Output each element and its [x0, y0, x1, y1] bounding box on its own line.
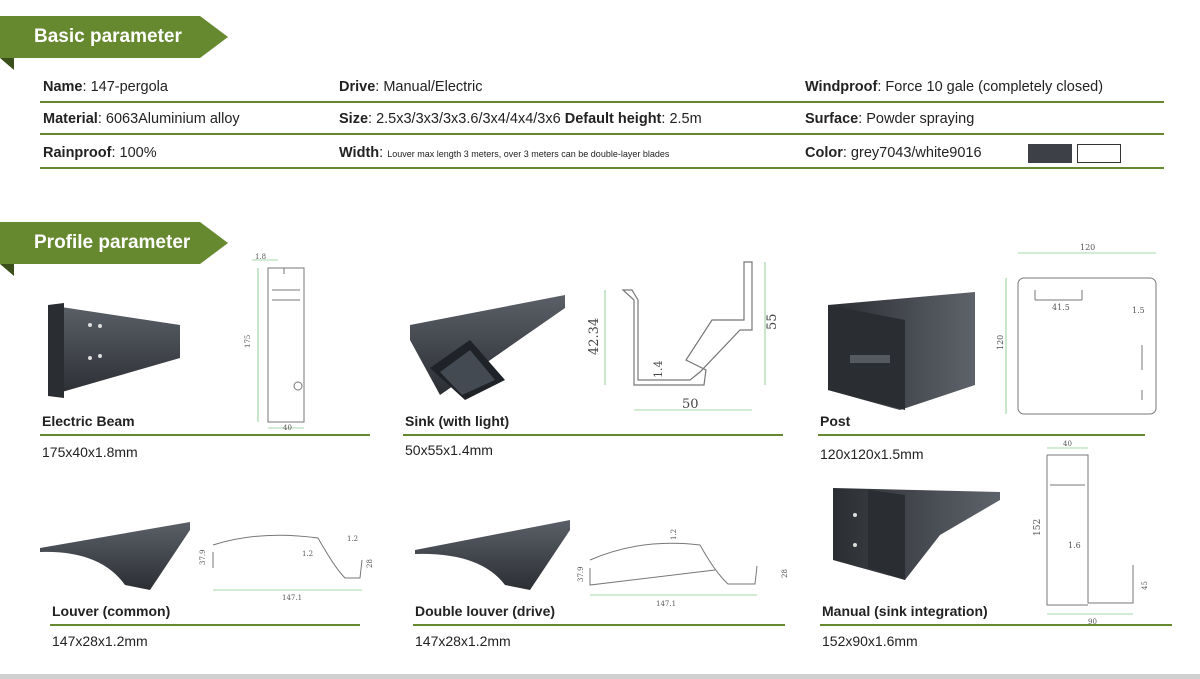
name-label: Name	[43, 79, 83, 95]
color-param: Color: grey7043/white9016	[805, 145, 982, 161]
width-value: Louver max length 3 meters, over 3 meter…	[387, 149, 670, 159]
louver-drawing	[212, 534, 363, 591]
profile-dims-double-louver: 147x28x1.2mm	[415, 633, 511, 649]
post-dim-2: 41.5	[1052, 303, 1070, 312]
size-label: Size	[339, 111, 369, 127]
caption-divider	[820, 624, 1172, 626]
post-drawing	[1005, 252, 1157, 415]
name-param: Name: 147-pergola	[43, 79, 168, 95]
sink-dim-2: 1.4	[652, 361, 665, 379]
drive-param: Drive: Manual/Electric	[339, 79, 483, 95]
profile-parameter-title: Profile parameter	[0, 222, 200, 264]
electric-beam-dim-3: 40	[283, 424, 292, 432]
color-label: Color	[805, 145, 843, 161]
manual-sink-dim-4: 45	[1141, 581, 1149, 590]
param-row-2: Material: 6063Aluminium alloy Size: 2.5x…	[40, 107, 1164, 135]
sink-image	[410, 295, 565, 400]
double-louver-dim-1: 37.9	[577, 566, 585, 582]
profile-dims-post: 120x120x1.5mm	[820, 446, 924, 462]
height-value: 2.5m	[669, 111, 702, 127]
surface-param: Surface: Powder spraying	[805, 111, 975, 127]
width-label: Width	[339, 145, 380, 161]
grey-color-swatch	[1028, 144, 1072, 163]
basic-parameter-title: Basic parameter	[0, 16, 200, 58]
caption-divider	[413, 624, 785, 626]
sink-dim-1: 42.34	[587, 318, 602, 355]
double-louver-dim-3: 28	[781, 569, 789, 578]
caption-divider	[818, 434, 1145, 436]
name-value: 147-pergola	[90, 79, 168, 95]
manual-sink-drawing	[1046, 447, 1134, 615]
material-value: 6063Aluminium alloy	[105, 111, 240, 127]
surface-label: Surface	[805, 111, 859, 127]
profile-dims-sink: 50x55x1.4mm	[405, 442, 493, 458]
louver-dim-4: 28	[366, 559, 374, 568]
double-louver-dim-2: 1.2	[670, 529, 678, 540]
double-louver-image	[415, 520, 570, 590]
louver-dim-2: 1.2	[302, 550, 313, 558]
banner-fold	[0, 58, 14, 70]
drive-label: Drive	[339, 79, 376, 95]
profile-name-manual-sink: Manual (sink integration)	[822, 603, 988, 619]
footer-bar	[0, 674, 1200, 679]
material-label: Material	[43, 111, 98, 127]
param-row-3: Rainproof: 100% Width: Louver max length…	[40, 141, 1164, 169]
caption-divider	[40, 434, 370, 436]
windproof-param: Windproof: Force 10 gale (completely clo…	[805, 79, 1104, 95]
electric-beam-dim-1: 1.8	[255, 253, 266, 261]
caption-divider	[403, 434, 783, 436]
windproof-label: Windproof	[805, 79, 878, 95]
electric-beam-drawing	[252, 259, 305, 429]
size-param: Size: 2.5x3/3x3/3x3.6/3x4/4x4/3x6 Defaul…	[339, 111, 702, 127]
electric-beam-image	[48, 303, 180, 398]
post-image	[828, 292, 975, 410]
banner-fold	[0, 264, 14, 276]
post-dim-3: 1.5	[1132, 306, 1145, 315]
double-louver-dim-4: 147.1	[656, 600, 676, 608]
rainproof-value: 100%	[119, 145, 157, 161]
manual-sink-image	[833, 488, 1000, 580]
width-param: Width: Louver max length 3 meters, over …	[339, 145, 670, 161]
manual-sink-dim-3: 1.6	[1068, 541, 1081, 550]
profile-dims-manual-sink: 152x90x1.6mm	[822, 633, 918, 649]
basic-parameter-banner: Basic parameter	[0, 16, 228, 70]
manual-sink-dim-5: 90	[1088, 618, 1097, 626]
profile-dims-electric-beam: 175x40x1.8mm	[42, 444, 138, 460]
electric-beam-dim-2: 175	[244, 335, 252, 348]
banner-arrow	[200, 16, 228, 58]
double-louver-drawing	[589, 542, 758, 596]
post-dim-1: 120	[1080, 243, 1095, 252]
surface-value: Powder spraying	[866, 111, 975, 127]
profile-parameter-banner: Profile parameter	[0, 222, 228, 276]
color-value: grey7043/white9016	[850, 145, 982, 161]
louver-dim-1: 37.9	[199, 549, 207, 565]
manual-sink-dim-1: 40	[1063, 440, 1072, 448]
post-dim-4: 120	[996, 335, 1005, 350]
rainproof-param: Rainproof: 100%	[43, 145, 157, 161]
windproof-value: Force 10 gale (completely closed)	[885, 79, 1104, 95]
material-param: Material: 6063Aluminium alloy	[43, 111, 240, 127]
white-color-swatch	[1077, 144, 1121, 163]
louver-image	[40, 522, 190, 590]
manual-sink-dim-2: 152	[1033, 519, 1043, 536]
banner-arrow	[200, 222, 228, 264]
louver-dim-3: 1.2	[347, 535, 358, 543]
height-label: Default height	[564, 111, 662, 127]
rainproof-label: Rainproof	[43, 145, 112, 161]
profile-name-post: Post	[820, 413, 851, 429]
profile-dims-louver: 147x28x1.2mm	[52, 633, 148, 649]
profile-name-sink: Sink (with light)	[405, 413, 510, 429]
profile-name-louver: Louver (common)	[52, 603, 171, 619]
size-value: 2.5x3/3x3/3x3.6/3x4/4x4/3x6	[376, 111, 561, 127]
sink-dim-4: 50	[682, 397, 699, 412]
profile-name-electric-beam: Electric Beam	[42, 413, 135, 429]
profile-name-double-louver: Double louver (drive)	[415, 603, 556, 619]
louver-dim-5: 147.1	[282, 594, 302, 602]
caption-divider	[50, 624, 360, 626]
param-row-1: Name: 147-pergola Drive: Manual/Electric…	[40, 75, 1164, 103]
drive-value: Manual/Electric	[383, 79, 483, 95]
sink-drawing	[604, 261, 766, 411]
sink-dim-3: 55	[765, 313, 780, 330]
